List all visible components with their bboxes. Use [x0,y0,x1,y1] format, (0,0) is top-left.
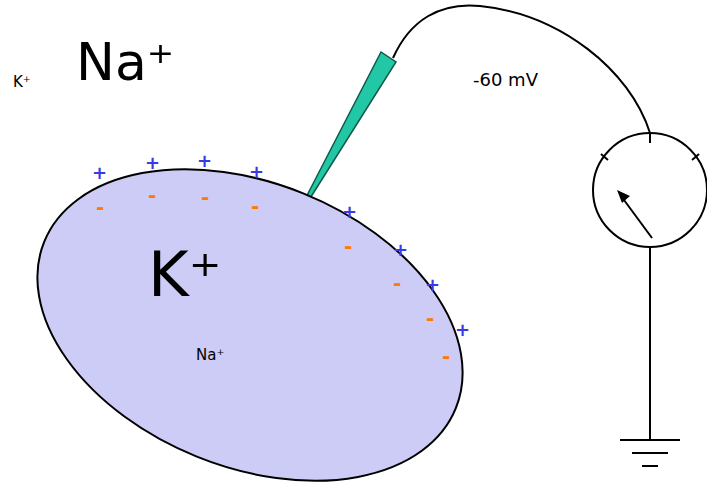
charge-sign: - [426,308,434,328]
charge-sign: + [455,321,470,339]
ion-label: K⁺ [13,75,31,90]
ion-label: Na⁺ [76,36,174,88]
charge-sign: + [425,276,440,294]
charge-sign: + [197,152,212,170]
charge-sign: - [393,273,401,293]
charge-sign: + [342,203,357,221]
charge-sign: - [251,196,259,216]
charge-sign: + [145,154,160,172]
voltmeter [593,133,707,247]
needle-head [617,190,630,203]
ground-symbol [620,440,680,466]
charge-sign: + [92,164,107,182]
ground-wire [649,247,651,440]
electrode-wire [393,5,650,133]
charge-sign: + [249,163,264,181]
charge-sign: - [148,185,156,205]
charge-sign: - [96,197,104,217]
charge-sign: - [442,346,450,366]
charge-sign: + [393,241,408,259]
charge-sign: - [344,236,352,256]
meter-needle [624,200,652,238]
ion-label: K⁺ [148,244,221,306]
meter-ticks [601,133,699,160]
voltage-reading: -60 mV [473,71,538,89]
charge-sign: - [201,187,209,207]
ion-label: Na⁺ [196,348,224,363]
